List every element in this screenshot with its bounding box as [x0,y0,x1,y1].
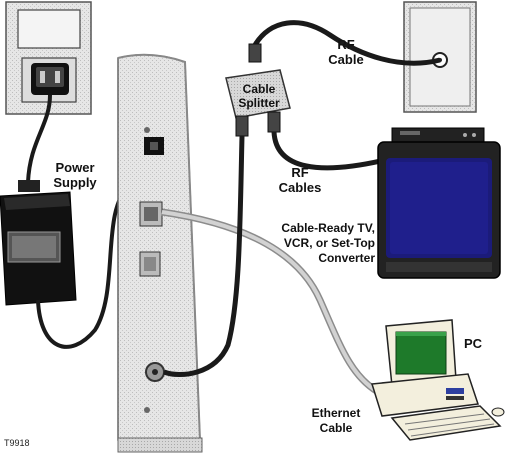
label-pc: PC [464,336,483,351]
label-tv-line2: VCR, or Set-Top [284,236,375,250]
pc-screen [395,331,447,375]
rf-cable-modem [163,135,245,377]
label-rf-cables-line1: RF [291,165,308,180]
rf-cable-tv [271,131,386,171]
label-rf-cable-line1: RF [337,37,354,52]
label-power-supply-line2: Supply [53,175,97,190]
label-tv-line3: Converter [318,251,375,265]
power-supply [0,180,77,306]
rf-wall-plate [403,1,477,113]
power-wall-outlet [5,1,92,115]
label-cable-splitter-line1: Cable [243,82,276,96]
pc [371,319,505,441]
label-ethernet-cable-line1: Ethernet [312,406,361,420]
label-power-supply-line1: Power [55,160,94,175]
label-rf-cables-line2: Cables [279,180,322,195]
cable-modem-rear [117,53,203,453]
power-cord [26,94,52,183]
label-ethernet-cable-line2: Cable [320,421,353,435]
figure-id: T9918 [4,438,30,448]
cable-splitter [225,69,291,137]
label-tv-line1: Cable-Ready TV, [281,221,375,235]
cable-ready-tv [377,127,501,279]
rf-cable-wall [252,20,441,66]
label-cable-splitter-line2: Splitter [238,96,280,110]
label-rf-cable-line2: Cable [328,52,363,67]
